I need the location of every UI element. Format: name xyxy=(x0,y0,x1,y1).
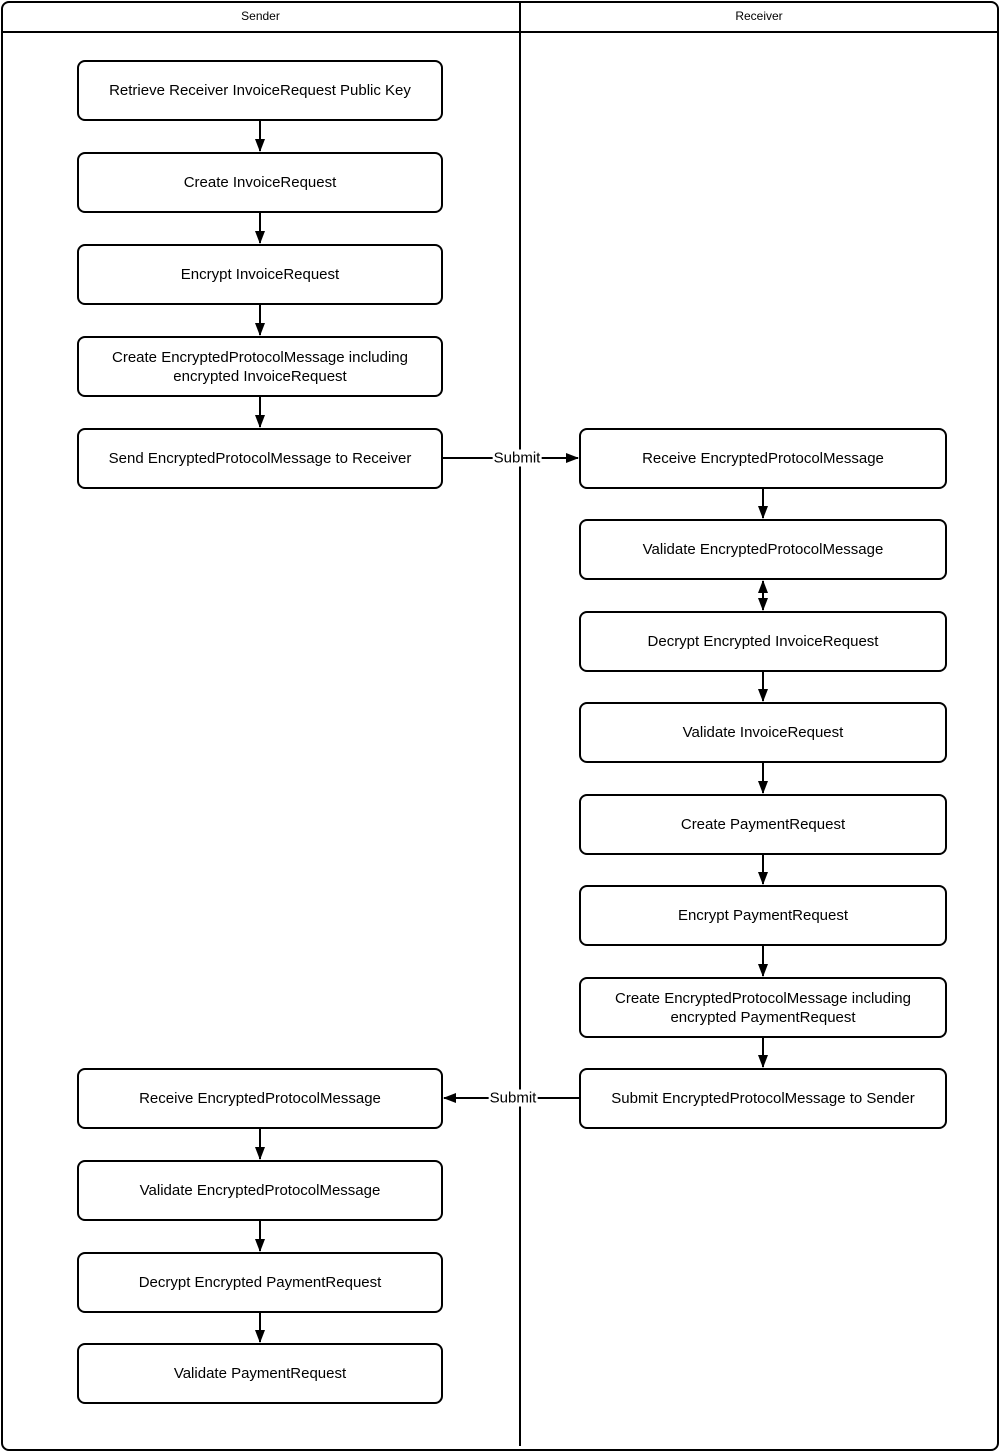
step-encrypt-paymentrequest: Encrypt PaymentRequest xyxy=(579,885,947,946)
step-sender-receive-encryptedprotocolmessage: Receive EncryptedProtocolMessage xyxy=(77,1068,443,1129)
step-sender-validate-encryptedprotocolmessage: Validate EncryptedProtocolMessage xyxy=(77,1160,443,1221)
step-create-paymentrequest: Create PaymentRequest xyxy=(579,794,947,855)
lane-title-receiver: Receiver xyxy=(735,9,783,23)
step-decrypt-encrypted-invoicerequest: Decrypt Encrypted InvoiceRequest xyxy=(579,611,947,672)
submit-to-receiver-label: Submit xyxy=(492,449,542,467)
lane-title-sender: Sender xyxy=(241,9,280,23)
step-create-encryptedprotocolmessage-paymentrequest: Create EncryptedProtocolMessage includin… xyxy=(579,977,947,1038)
submit-to-sender-label: Submit xyxy=(488,1089,538,1107)
step-receiver-validate-encryptedprotocolmessage: Validate EncryptedProtocolMessage xyxy=(579,519,947,580)
step-validate-paymentrequest: Validate PaymentRequest xyxy=(77,1343,443,1404)
step-decrypt-encrypted-paymentrequest: Decrypt Encrypted PaymentRequest xyxy=(77,1252,443,1313)
step-create-encryptedprotocolmessage-invoicerequest: Create EncryptedProtocolMessage includin… xyxy=(77,336,443,397)
step-retrieve-receiver-invoicerequest-public-key: Retrieve Receiver InvoiceRequest Public … xyxy=(77,60,443,121)
step-receiver-receive-encryptedprotocolmessage: Receive EncryptedProtocolMessage xyxy=(579,428,947,489)
step-submit-encryptedprotocolmessage-to-sender: Submit EncryptedProtocolMessage to Sende… xyxy=(579,1068,947,1129)
step-create-invoicerequest: Create InvoiceRequest xyxy=(77,152,443,213)
lane-header-row xyxy=(1,1,999,33)
step-encrypt-invoicerequest: Encrypt InvoiceRequest xyxy=(77,244,443,305)
step-send-encryptedprotocolmessage-to-receiver: Send EncryptedProtocolMessage to Receive… xyxy=(77,428,443,489)
lane-divider-line xyxy=(519,2,521,1446)
step-validate-invoicerequest: Validate InvoiceRequest xyxy=(579,702,947,763)
